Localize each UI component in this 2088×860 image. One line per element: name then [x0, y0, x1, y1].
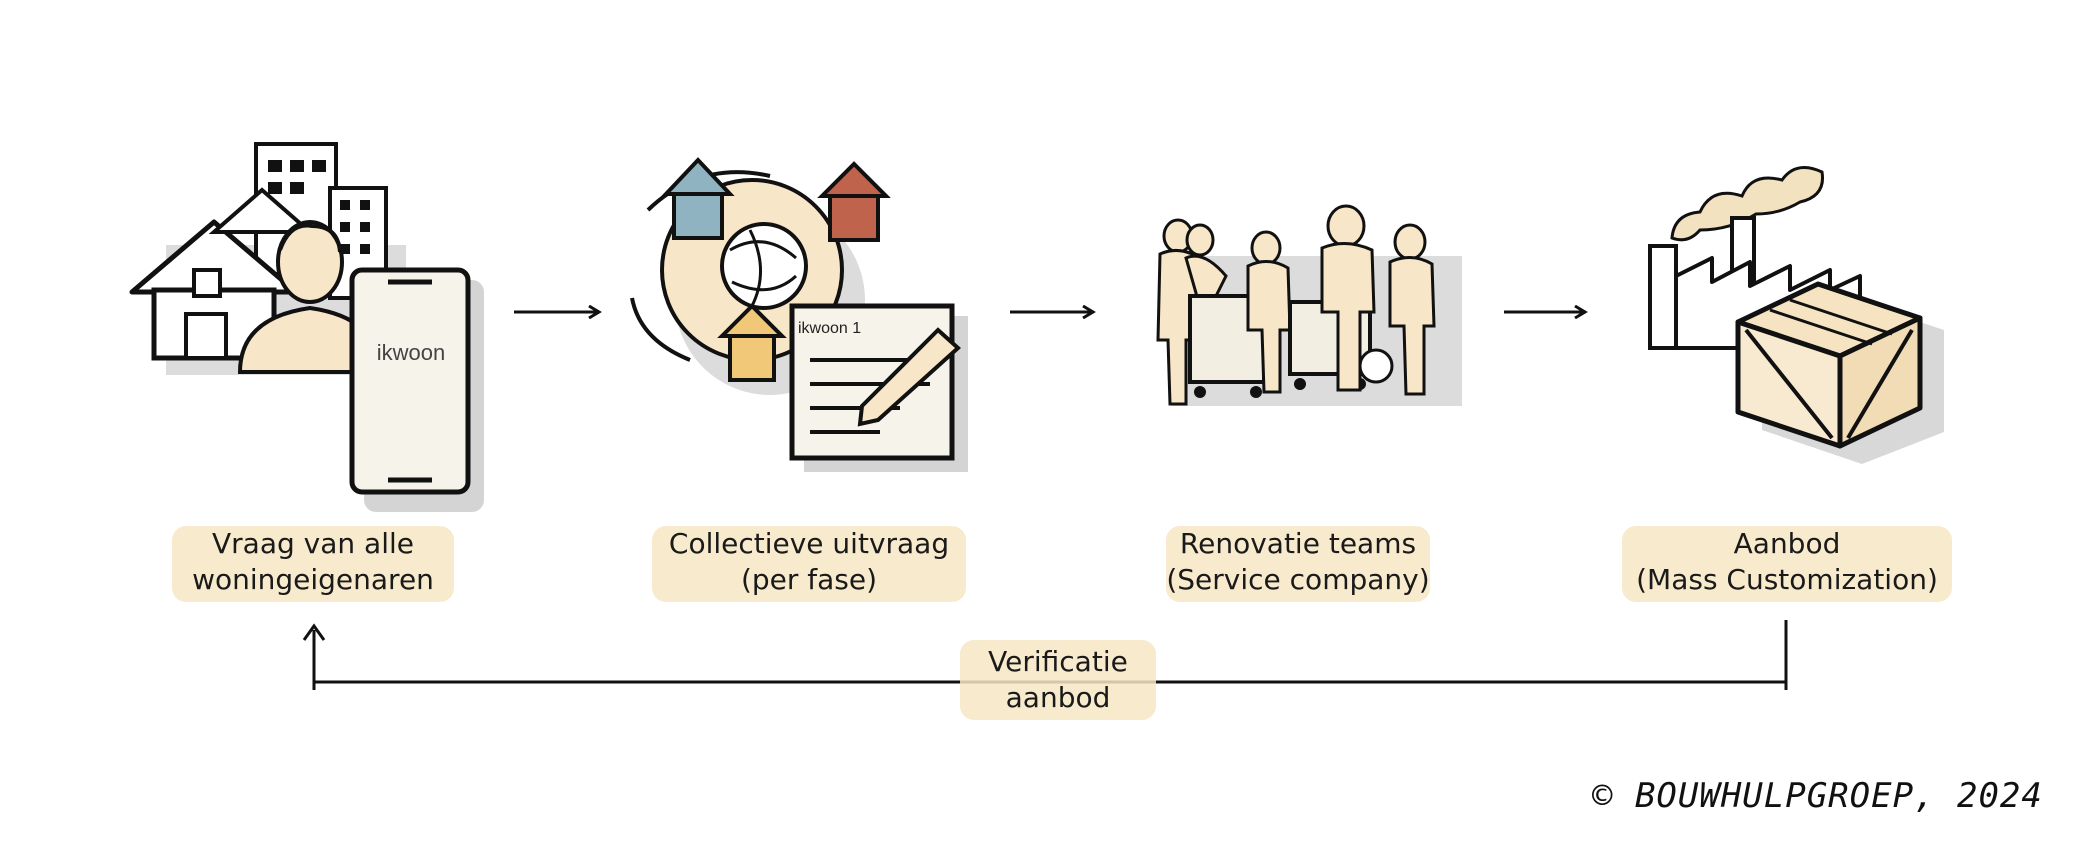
step-label-collective-request-line2: (per fase): [740, 563, 878, 596]
renovation-team-icon: [1156, 204, 1462, 406]
step-label-homeowners-line1: Vraag van alle: [212, 527, 414, 560]
feedback-label-line1: Verificatie: [988, 645, 1128, 678]
label-highlight-feedback: [960, 640, 1156, 720]
step-label-renovation-teams: Renovatie teams (Service company): [1166, 526, 1430, 598]
homeowners-phone-icon: [129, 142, 484, 512]
step-label-renovation-teams-line2: (Service company): [1166, 563, 1430, 596]
step-label-offer-line1: Aanbod: [1733, 527, 1841, 560]
label-highlight-1: [172, 526, 454, 602]
step-label-collective-request: Collectieve uitvraag (per fase): [652, 526, 966, 598]
document-wordmark: ikwoon 1: [798, 320, 862, 337]
feedback-label-line2: aanbod: [1005, 681, 1111, 714]
feedback-label: Verificatie aanbod: [960, 644, 1156, 716]
step-label-renovation-teams-line1: Renovatie teams: [1179, 527, 1417, 560]
label-highlight-4: [1622, 526, 1952, 602]
step-label-offer: Aanbod (Mass Customization): [1622, 526, 1952, 598]
copyright-text: © BOUWHULPGROEP, 2024: [1592, 776, 2043, 816]
label-highlight-2: [652, 526, 966, 602]
label-highlight-3: [1166, 526, 1430, 602]
step-label-collective-request-line1: Collectieve uitvraag: [668, 527, 950, 560]
collective-request-icon: [630, 157, 968, 472]
phone-app-wordmark: ikwoon: [376, 340, 446, 365]
step-label-homeowners: Vraag van alle woningeigenaren: [172, 526, 454, 598]
step-label-offer-line2: (Mass Customization): [1636, 563, 1938, 596]
step-label-homeowners-line2: woningeigenaren: [192, 563, 434, 596]
factory-crate-icon: [1648, 166, 1944, 464]
